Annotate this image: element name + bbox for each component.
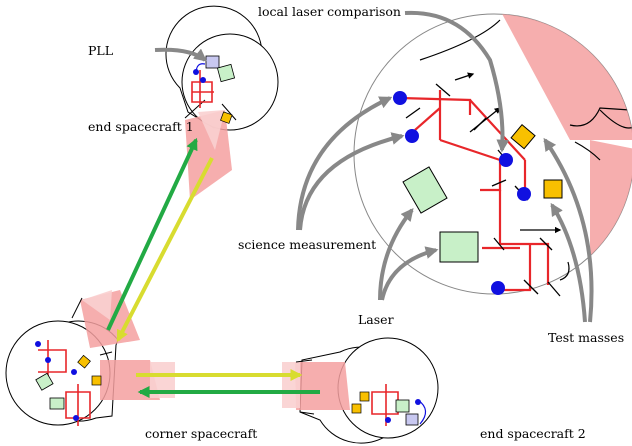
label-test-masses: Test masses xyxy=(548,330,624,345)
photodiode xyxy=(73,415,79,421)
test-mass xyxy=(91,375,102,386)
photodiode xyxy=(200,77,206,83)
laser-box xyxy=(395,399,410,413)
test-mass xyxy=(77,354,91,369)
test-mass xyxy=(359,391,370,402)
telescope-beam xyxy=(185,110,232,200)
zoom-laser-box xyxy=(402,166,448,214)
pll-pointer xyxy=(154,47,207,62)
photodiode xyxy=(415,399,421,405)
test-mass-pointer-2 xyxy=(550,202,587,323)
laser-box xyxy=(216,63,236,83)
zoom-photodiode xyxy=(499,153,513,167)
laser-pointer-1 xyxy=(378,208,414,301)
beam-arrow-green xyxy=(106,137,198,331)
label-corner-spacecraft: corner spacecraft xyxy=(145,426,257,441)
pll-box xyxy=(205,55,220,69)
test-mass xyxy=(220,111,233,124)
pll-box xyxy=(405,413,419,426)
photodiode xyxy=(35,341,41,347)
label-laser: Laser xyxy=(358,312,394,327)
photodiode xyxy=(385,417,391,423)
zoom-photodiode xyxy=(405,129,419,143)
science-pointer-1 xyxy=(296,96,393,231)
local-laser-pointer xyxy=(404,10,510,153)
telescope-beam xyxy=(295,362,350,410)
label-local-laser-comparison: local laser comparison xyxy=(258,4,401,19)
zoom-photodiode xyxy=(491,281,505,295)
zoom-photodiode xyxy=(393,91,407,105)
laser-box xyxy=(35,372,54,391)
zoom-laser-box xyxy=(439,231,479,263)
optical-bench xyxy=(191,70,214,108)
laser-links xyxy=(106,137,320,398)
science-pointer-2 xyxy=(298,132,405,231)
photodiode xyxy=(45,357,51,363)
beam-arrow-yellow xyxy=(116,157,214,343)
laser-box xyxy=(49,397,65,410)
zoom-beam-lower xyxy=(590,140,632,294)
photodiode xyxy=(71,369,77,375)
end-spacecraft-1 xyxy=(165,5,279,200)
test-mass xyxy=(351,403,362,414)
label-end-spacecraft-1: end spacecraft 1 xyxy=(88,119,194,134)
test-mass-pointer-1 xyxy=(543,137,594,323)
label-end-spacecraft-2: end spacecraft 2 xyxy=(480,426,586,441)
zoom-photodiode xyxy=(517,187,531,201)
annotation-arrows xyxy=(154,10,594,323)
laser-pointer-2 xyxy=(380,246,439,301)
zoom-test-mass xyxy=(543,179,563,199)
label-pll: PLL xyxy=(88,43,113,58)
zoom-optical-bench xyxy=(399,90,550,292)
photodiode xyxy=(193,69,199,75)
corner-spacecraft xyxy=(5,290,175,426)
label-science-measurement: science measurement xyxy=(238,237,376,252)
zoom-test-mass xyxy=(510,124,536,150)
end-spacecraft-2 xyxy=(282,337,439,444)
